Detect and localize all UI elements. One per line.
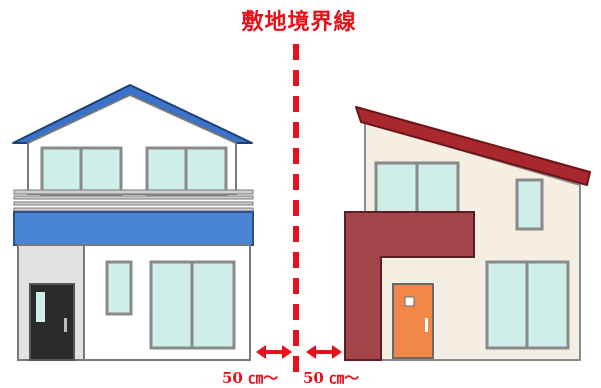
setback-distance-right: 50 ㎝〜: [303, 369, 360, 387]
setback-arrow-left: [256, 345, 292, 359]
right-large-window: [485, 260, 570, 350]
left-small-window: [105, 260, 133, 316]
left-balcony-panel: [13, 211, 254, 246]
right-upper-window: [374, 161, 460, 215]
boundary-label: 敷地境界線: [241, 10, 357, 35]
right-small-window: [515, 178, 544, 231]
right-house: [344, 106, 591, 361]
setback-arrow-right: [306, 345, 342, 359]
left-house: [12, 84, 254, 361]
left-upper-window-left: [40, 146, 123, 198]
left-house-door: [29, 283, 75, 361]
setback-distance-left: 50 ㎝〜: [222, 369, 279, 387]
left-balcony-railing: [13, 189, 254, 212]
left-large-window: [149, 260, 236, 350]
right-house-door: [392, 283, 434, 359]
left-upper-window-right: [145, 146, 228, 198]
right-facade-frame: [344, 211, 475, 361]
right-house-roof: [355, 106, 591, 186]
